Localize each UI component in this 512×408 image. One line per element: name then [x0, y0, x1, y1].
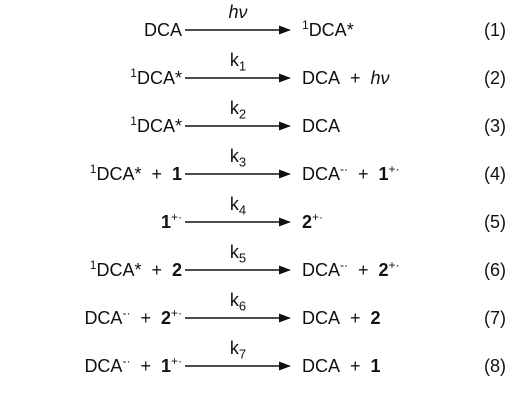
reactants: 1DCA*: [130, 114, 182, 136]
reaction-arrow: k4: [185, 194, 291, 234]
products: DCA-· + 1+·: [302, 162, 400, 184]
rate-constant-label: k6: [229, 290, 247, 314]
reaction-arrow: k1: [185, 50, 291, 90]
rate-constant-label: k2: [229, 98, 247, 122]
rate-constant-label: k1: [229, 50, 247, 74]
arrow-icon: [185, 25, 291, 35]
reactants: DCA-· + 2+·: [84, 306, 182, 328]
equation-number: (2): [484, 68, 506, 88]
products: DCA: [302, 116, 341, 136]
reaction-arrow: hν: [185, 2, 291, 42]
products: DCA + 1: [302, 356, 381, 376]
equation-number: (4): [484, 164, 506, 184]
reactants: DCA-· + 1+·: [84, 354, 182, 376]
equation-number: (8): [484, 356, 506, 376]
equation-number: (3): [484, 116, 506, 136]
reactants: 1DCA* + 2: [89, 258, 182, 280]
reaction-arrow: k3: [185, 146, 291, 186]
arrow-icon: [185, 217, 291, 227]
arrow-icon: [185, 73, 291, 83]
rate-constant-label: hν: [228, 2, 248, 22]
equation-number: (1): [484, 20, 506, 40]
reaction-arrow: k5: [185, 242, 291, 282]
reactants: 1DCA*: [130, 66, 182, 88]
arrow-icon: [185, 361, 291, 371]
arrow-icon: [185, 169, 291, 179]
arrow-icon: [185, 313, 291, 323]
reactants: 1+·: [160, 210, 182, 232]
reaction-arrow: k6: [185, 290, 291, 330]
reactants: DCA: [143, 20, 182, 40]
equation-number: (7): [484, 308, 506, 328]
equation-number: (6): [484, 260, 506, 280]
rate-constant-label: k4: [229, 194, 247, 218]
reaction-arrow: k7: [185, 338, 291, 378]
products: 1DCA*: [302, 18, 354, 40]
products: DCA + hν: [302, 68, 390, 88]
reaction-row: 1+· k4 2+· (5): [0, 194, 512, 234]
rate-constant-label: k7: [229, 338, 247, 362]
products: 2+·: [302, 210, 324, 232]
arrow-icon: [185, 265, 291, 275]
rate-constant-label: k5: [229, 242, 247, 266]
reaction-arrow: k2: [185, 98, 291, 138]
products: DCA + 2: [302, 308, 381, 328]
reactants: 1DCA* + 1: [89, 162, 182, 184]
arrow-icon: [185, 121, 291, 131]
equation-number: (5): [484, 212, 506, 232]
products: DCA-· + 2+·: [302, 258, 400, 280]
rate-constant-label: k3: [229, 146, 247, 170]
reaction-row: DCA hν 1DCA* (1): [0, 2, 512, 42]
